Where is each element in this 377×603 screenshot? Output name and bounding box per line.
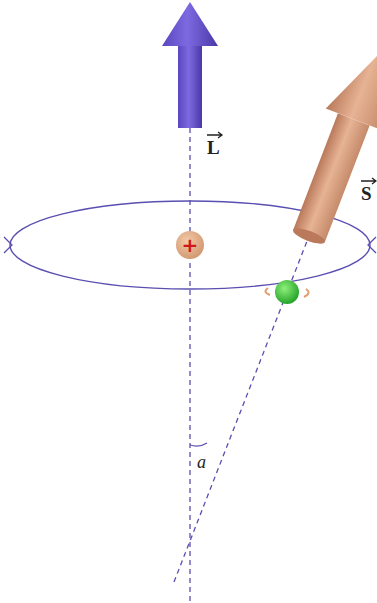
orbital-momentum-arrow: [162, 2, 218, 128]
spin-axis-line: [174, 236, 309, 582]
electron: [265, 280, 308, 304]
axis-line: [189, 128, 190, 603]
nucleus-circle: +: [176, 231, 204, 259]
vector-label: L: [207, 137, 220, 159]
angle-label: a: [197, 452, 206, 473]
vector-label: S: [361, 183, 372, 205]
angle-arc: [190, 443, 207, 446]
charge-sign: +: [182, 235, 199, 255]
spin-arrow: [279, 43, 377, 251]
